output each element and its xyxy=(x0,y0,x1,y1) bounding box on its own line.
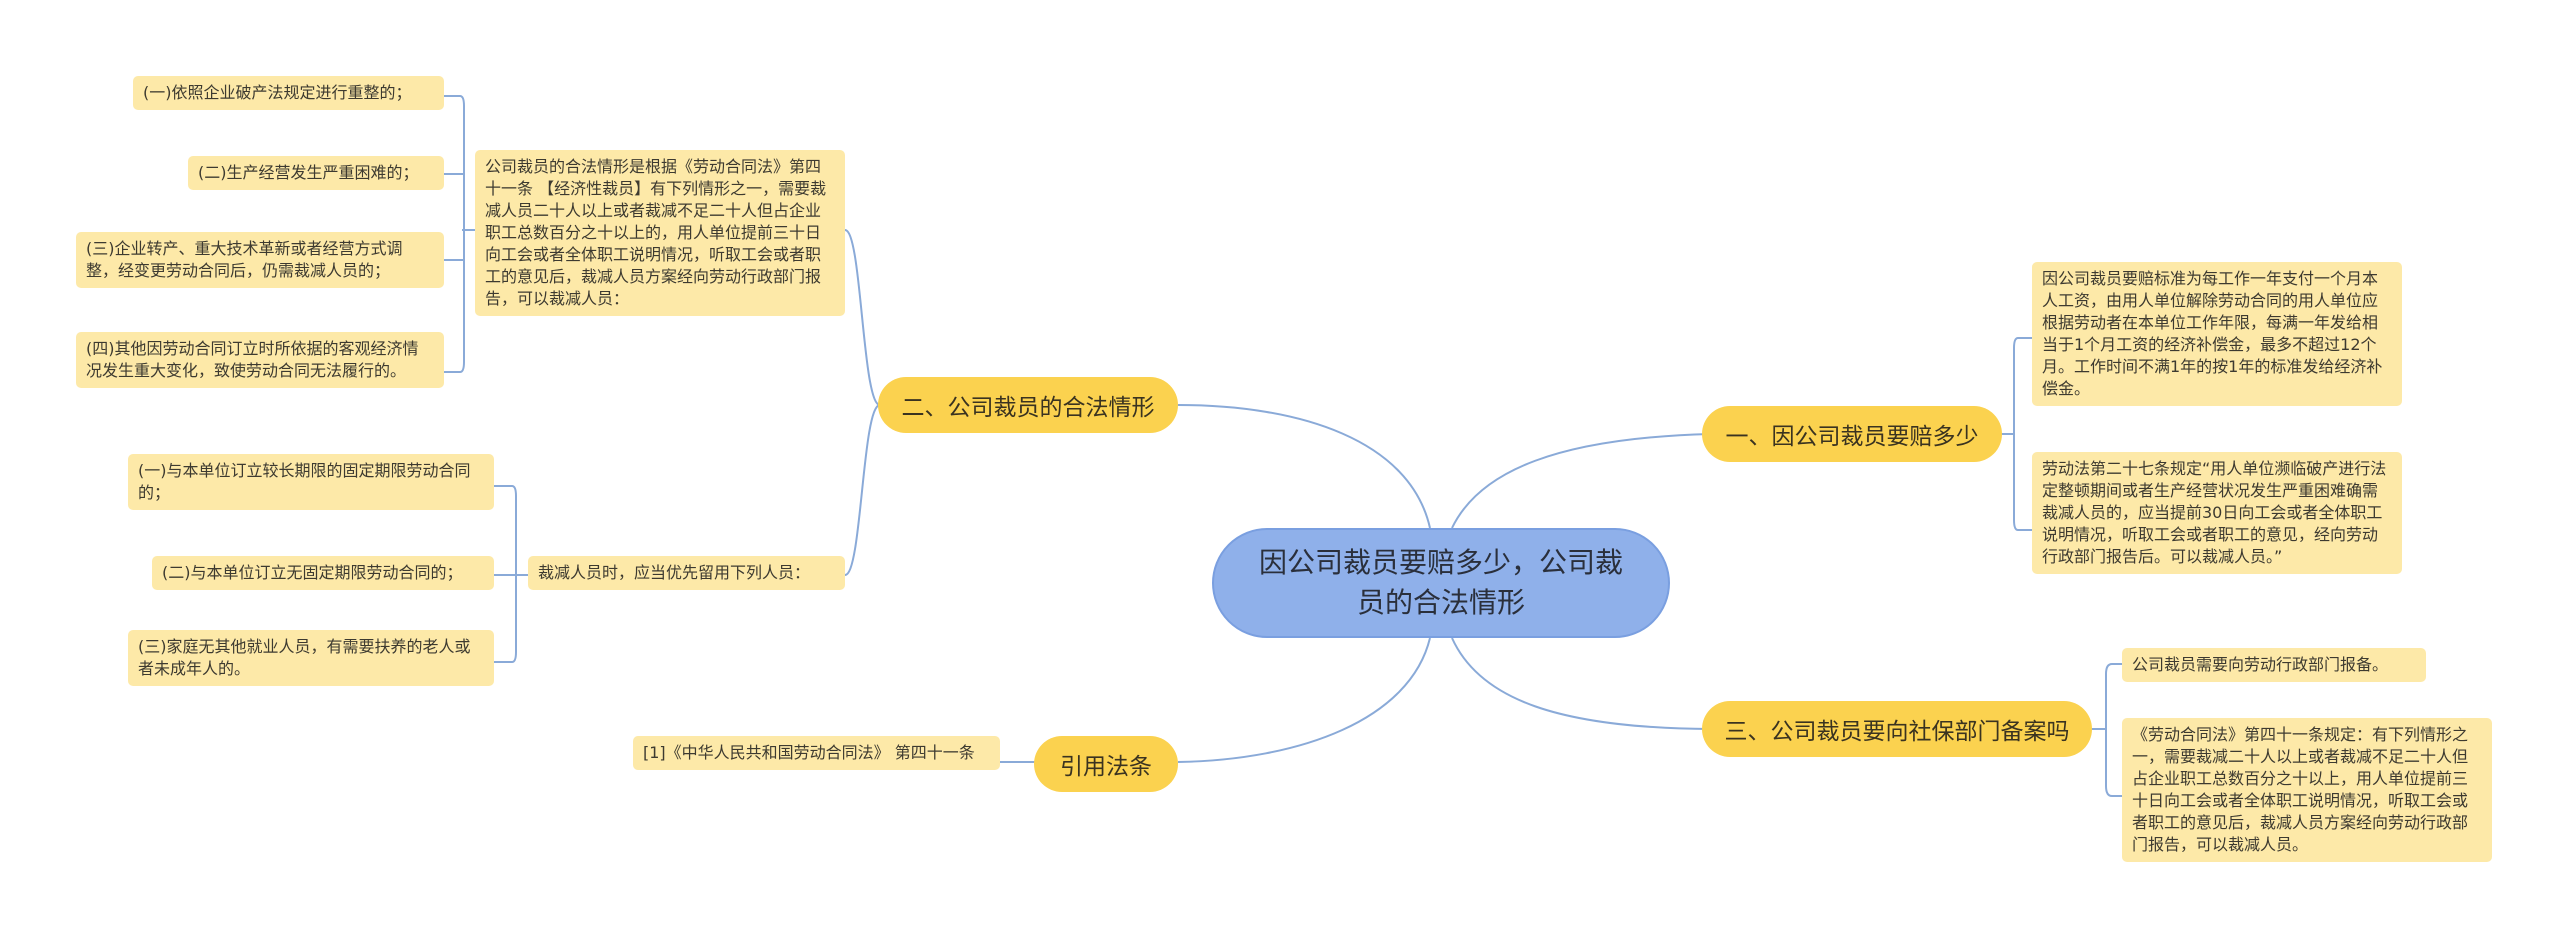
link-root-citation xyxy=(1177,637,1431,763)
branch-legal-situations[interactable]: 二、公司裁员的合法情形 xyxy=(878,377,1178,433)
bracket-filing xyxy=(2090,663,2122,797)
priority-item-1-text: (一)与本单位订立较长期限的固定期限劳动合同的； xyxy=(138,461,471,502)
branch-filing-label: 三、公司裁员要向社保部门备案吗 xyxy=(1724,719,2070,745)
citation-item-text: [1]《中华人民共和国劳动合同法》 第四十一条 xyxy=(643,743,975,762)
legal-case-3[interactable]: (三)企业转产、重大技术革新或者经营方式调整，经变更劳动合同后，仍需裁减人员的； xyxy=(76,232,444,288)
priority-item-2-text: (二)与本单位订立无固定期限劳动合同的； xyxy=(162,563,463,582)
legal-intro-text: 公司裁员的合法情形是根据《劳动合同法》第四十一条 【经济性裁员】有下列情形之一，… xyxy=(485,157,827,308)
link-legal-priority xyxy=(844,404,881,576)
link-root-compensation xyxy=(1451,433,1711,529)
root-topic[interactable]: 因公司裁员要赔多少，公司裁员的合法情形 xyxy=(1212,528,1670,638)
bracket-priority xyxy=(494,485,528,663)
legal-case-4-text: (四)其他因劳动合同订立时所依据的客观经济情况发生重大变化，致使劳动合同无法履行… xyxy=(86,339,419,380)
bracket-cases xyxy=(444,95,475,373)
legal-intro-note[interactable]: 公司裁员的合法情形是根据《劳动合同法》第四十一条 【经济性裁员】有下列情形之一，… xyxy=(475,150,845,316)
priority-item-3-text: (三)家庭无其他就业人员，有需要扶养的老人或者未成年人的。 xyxy=(138,637,471,678)
link-legal-intro xyxy=(844,229,881,406)
priority-item-1[interactable]: (一)与本单位订立较长期限的固定期限劳动合同的； xyxy=(128,454,494,510)
branch-citation-label: 引用法条 xyxy=(1060,754,1152,780)
citation-item[interactable]: [1]《中华人民共和国劳动合同法》 第四十一条 xyxy=(633,736,1000,770)
priority-item-2[interactable]: (二)与本单位订立无固定期限劳动合同的； xyxy=(152,556,494,590)
branch-compensation[interactable]: 一、因公司裁员要赔多少 xyxy=(1702,406,2002,462)
legal-case-3-text: (三)企业转产、重大技术革新或者经营方式调整，经变更劳动合同后，仍需裁减人员的； xyxy=(86,239,403,280)
link-root-legal xyxy=(1177,404,1431,529)
legal-case-1-text: (一)依照企业破产法规定进行重整的； xyxy=(143,83,412,102)
legal-case-2-text: (二)生产经营发生严重困难的； xyxy=(198,163,419,182)
legal-case-2[interactable]: (二)生产经营发生严重困难的； xyxy=(188,156,444,190)
branch-citation[interactable]: 引用法条 xyxy=(1034,736,1178,792)
link-root-filing xyxy=(1451,637,1711,730)
compensation-note-2-text: 劳动法第二十七条规定“用人单位濒临破产进行法定整顿期间或者生产经营状况发生严重困… xyxy=(2042,459,2387,566)
compensation-note-1-text: 因公司裁员要赔标准为每工作一年支付一个月本人工资，由用人单位解除劳动合同的用人单… xyxy=(2042,269,2383,398)
filing-note-1[interactable]: 公司裁员需要向劳动行政部门报备。 xyxy=(2122,648,2426,682)
root-title: 因公司裁员要赔多少，公司裁员的合法情形 xyxy=(1258,546,1623,619)
legal-priority-text: 裁减人员时，应当优先留用下列人员： xyxy=(538,563,811,582)
bracket-compensation xyxy=(2000,337,2032,531)
priority-item-3[interactable]: (三)家庭无其他就业人员，有需要扶养的老人或者未成年人的。 xyxy=(128,630,494,686)
branch-filing[interactable]: 三、公司裁员要向社保部门备案吗 xyxy=(1702,701,2092,757)
branch-legal-label: 二、公司裁员的合法情形 xyxy=(901,395,1155,421)
compensation-note-2[interactable]: 劳动法第二十七条规定“用人单位濒临破产进行法定整顿期间或者生产经营状况发生严重困… xyxy=(2032,452,2402,574)
filing-note-2[interactable]: 《劳动合同法》第四十一条规定：有下列情形之一，需要裁减二十人以上或者裁减不足二十… xyxy=(2122,718,2492,862)
legal-case-4[interactable]: (四)其他因劳动合同订立时所依据的客观经济情况发生重大变化，致使劳动合同无法履行… xyxy=(76,332,444,388)
legal-case-1[interactable]: (一)依照企业破产法规定进行重整的； xyxy=(133,76,444,110)
branch-compensation-label: 一、因公司裁员要赔多少 xyxy=(1725,424,1979,450)
filing-note-2-text: 《劳动合同法》第四十一条规定：有下列情形之一，需要裁减二十人以上或者裁减不足二十… xyxy=(2132,725,2469,854)
filing-note-1-text: 公司裁员需要向劳动行政部门报备。 xyxy=(2132,655,2389,674)
compensation-note-1[interactable]: 因公司裁员要赔标准为每工作一年支付一个月本人工资，由用人单位解除劳动合同的用人单… xyxy=(2032,262,2402,406)
legal-priority-note[interactable]: 裁减人员时，应当优先留用下列人员： xyxy=(528,556,845,590)
